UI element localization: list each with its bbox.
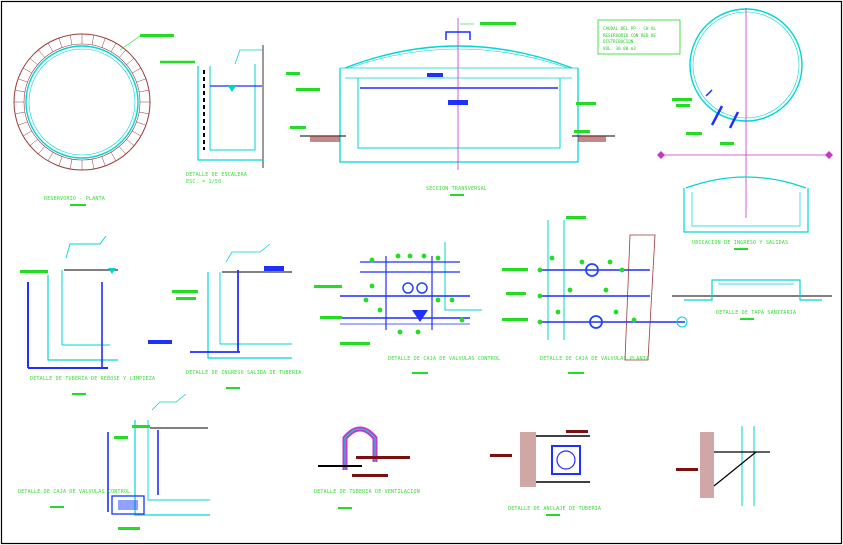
- overflow-pipe-detail: DETALLE DE TUBERIA DE REBOSE Y LIMPIEZA: [20, 235, 155, 395]
- plan-hatch-tick: [139, 89, 150, 93]
- legend-box: CAUDAL DEL PP - CH AL RESERVORIO CON RED…: [597, 19, 681, 55]
- plan-hatch-tick: [101, 156, 106, 166]
- callout-marker: [579, 259, 585, 265]
- callout-marker: [435, 255, 441, 261]
- plan-box-title: DETALLE DE CAJA DE VALVULAS PLANTA: [540, 356, 649, 362]
- callout-marker: [459, 317, 465, 323]
- stair-detail: DETALLE DE ESCALERA ESC. = 1/50: [160, 45, 264, 185]
- cross-section-title: SECCION TRANSVERSAL: [426, 186, 487, 192]
- vent-pipe-title: DETALLE DE TUBERIA DE VENTILACION: [314, 489, 420, 495]
- plan-hatch-tick: [126, 139, 135, 146]
- callout-marker: [631, 317, 637, 323]
- lower-valve-box-detail: DETALLE DE CAJA DE VALVULAS CONTROL: [18, 393, 210, 530]
- plan-hatch-tick: [58, 38, 63, 48]
- callout-marker: [549, 255, 555, 261]
- callout-marker: [395, 253, 401, 259]
- reservoir-plan-view: RESERVORIO - PLANTA: [13, 33, 174, 206]
- plan-valve-box-detail: DETALLE DE CAJA DE VALVULAS PLANTA: [502, 216, 688, 374]
- plan-hatch-tick: [18, 121, 28, 126]
- reservoir-plan-title: RESERVORIO - PLANTA: [44, 196, 105, 202]
- overflow-pipe-title: DETALLE DE TUBERIA DE REBOSE Y LIMPIEZA: [30, 376, 155, 382]
- plan-hatch-tick: [136, 78, 146, 83]
- plan-hatch-tick: [22, 67, 32, 74]
- rebar-location-title: UBICACION DE INGRESO Y SALIDAS: [692, 240, 788, 246]
- stair-detail-scale: ESC. = 1/50: [186, 179, 221, 185]
- plan-hatch-tick: [14, 89, 25, 93]
- plan-hatch-tick: [38, 146, 45, 155]
- plan-hatch-tick: [110, 42, 117, 52]
- callout-marker: [369, 257, 375, 263]
- plan-hatch-tick: [69, 34, 73, 45]
- callout-marker: [407, 253, 413, 259]
- cross-section-view: SECCION TRANSVERSAL: [286, 18, 615, 196]
- plan-hatch-tick: [132, 67, 142, 74]
- plan-hatch-tick: [119, 49, 126, 58]
- plan-hatch-tick: [38, 49, 45, 58]
- plan-hatch-tick: [119, 146, 126, 155]
- legend-line-2: RESERVORIO CON RED DE: [603, 33, 656, 38]
- callout-marker: [369, 283, 375, 289]
- legend-line-3: DISTRIBUCION: [603, 39, 634, 44]
- callout-marker: [603, 287, 609, 293]
- plan-hatch-tick: [29, 58, 38, 65]
- plan-hatch-tick: [91, 34, 95, 45]
- legend-line-1: CAUDAL DEL PP - CH AL: [603, 26, 656, 31]
- plan-hatch-tick: [136, 121, 146, 126]
- callout-marker: [435, 297, 441, 303]
- stair-detail-title: DETALLE DE ESCALERA: [186, 172, 247, 178]
- plan-hatch-tick: [101, 38, 106, 48]
- cover-detail-title: DETALLE DE TAPA SANITARIA: [716, 310, 796, 316]
- legend-line-4: VOL. 30.00 m3: [603, 46, 636, 51]
- plan-hatch-tick: [18, 78, 28, 83]
- plan-hatch-tick: [14, 111, 25, 115]
- callout-marker: [397, 329, 403, 335]
- plan-hatch-tick: [126, 58, 135, 65]
- plan-hatch-tick: [91, 159, 95, 170]
- callout-marker: [555, 309, 561, 315]
- plan-hatch-tick: [29, 139, 38, 146]
- plan-hatch-tick: [47, 42, 54, 52]
- callout-marker: [607, 259, 613, 265]
- callout-marker: [377, 307, 383, 313]
- plan-hatch-tick: [47, 152, 54, 162]
- callout-marker: [613, 309, 619, 315]
- callout-marker: [415, 329, 421, 335]
- rebar-location-view: UBICACION DE INGRESO Y SALIDAS: [657, 8, 833, 250]
- control-valve-box-detail: DETALLE DE CAJA DE VALVULAS CONTROL: [314, 242, 500, 374]
- callout-marker: [363, 297, 369, 303]
- plan-hatch-tick: [58, 156, 63, 166]
- callout-marker: [449, 297, 455, 303]
- cover-detail: DETALLE DE TAPA SANITARIA: [672, 279, 832, 320]
- callout-marker: [421, 253, 427, 259]
- vent-pipe-detail: DETALLE DE TUBERIA DE VENTILACION: [314, 426, 420, 509]
- callout-marker: [537, 293, 543, 299]
- callout-marker: [619, 267, 625, 273]
- pipe-anchor-detail: DETALLE DE ANCLAJE DE TUBERIA: [490, 426, 770, 516]
- callout-marker: [537, 319, 543, 325]
- callout-marker: [537, 267, 543, 273]
- outlet-pipe-title: DETALLE DE INGRESO SALIDA DE TUBERIA: [186, 370, 302, 376]
- plan-hatch-tick: [139, 111, 150, 115]
- callout-marker: [567, 287, 573, 293]
- pipe-anchor-title: DETALLE DE ANCLAJE DE TUBERIA: [508, 506, 601, 512]
- control-box-title: DETALLE DE CAJA DE VALVULAS CONTROL: [388, 356, 500, 362]
- plan-hatch-tick: [22, 130, 32, 137]
- valve-box-lower-title: DETALLE DE CAJA DE VALVULAS CONTROL: [18, 489, 130, 495]
- plan-hatch-tick: [69, 159, 73, 170]
- plan-hatch-tick: [132, 130, 142, 137]
- outlet-pipe-detail: DETALLE DE INGRESO SALIDA DE TUBERIA: [148, 243, 302, 389]
- plan-hatch-tick: [110, 152, 117, 162]
